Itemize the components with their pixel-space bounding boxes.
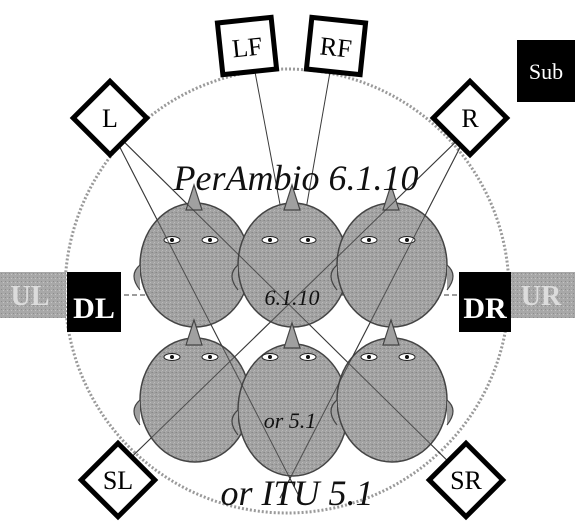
line-rf bbox=[304, 71, 331, 216]
svg-text:SL: SL bbox=[103, 466, 133, 495]
svg-text:UL: UL bbox=[11, 281, 50, 312]
speaker-rf: RF bbox=[303, 14, 369, 78]
svg-text:DR: DR bbox=[463, 292, 507, 325]
head-top-right bbox=[330, 183, 454, 328]
alt-format-title: or ITU 5.1 bbox=[220, 473, 373, 513]
svg-text:SR: SR bbox=[450, 466, 482, 495]
speaker-sl: SL bbox=[77, 439, 159, 521]
svg-text:DL: DL bbox=[73, 292, 115, 325]
speaker-ul: UL bbox=[0, 272, 66, 318]
head-bottom-center bbox=[231, 321, 355, 477]
speaker-r: R bbox=[429, 77, 511, 159]
center-format-label: 6.1.10 bbox=[265, 285, 320, 310]
svg-text:L: L bbox=[102, 104, 118, 133]
speaker-sub: Sub bbox=[517, 40, 575, 102]
speaker-lf: LF bbox=[214, 14, 280, 78]
speaker-dr: DR bbox=[459, 272, 511, 332]
line-lf bbox=[254, 71, 283, 216]
speaker-ur: UR bbox=[510, 272, 575, 318]
svg-text:Sub: Sub bbox=[529, 59, 563, 84]
sight-lines-front bbox=[109, 127, 471, 499]
head-bottom-right bbox=[330, 318, 454, 463]
svg-text:LF: LF bbox=[231, 31, 264, 63]
speaker-dl: DL bbox=[67, 272, 121, 332]
speaker-sr: SR bbox=[425, 439, 507, 521]
head-top-left bbox=[133, 183, 257, 328]
head-bottom-left bbox=[133, 318, 257, 463]
speaker-l: L bbox=[69, 77, 151, 159]
title-peramb: PerAmbio 6.1.10 bbox=[173, 158, 419, 198]
svg-text:RF: RF bbox=[319, 31, 354, 63]
alt-format-small: or 5.1 bbox=[264, 408, 317, 433]
svg-text:UR: UR bbox=[521, 281, 562, 312]
svg-text:R: R bbox=[461, 104, 479, 133]
